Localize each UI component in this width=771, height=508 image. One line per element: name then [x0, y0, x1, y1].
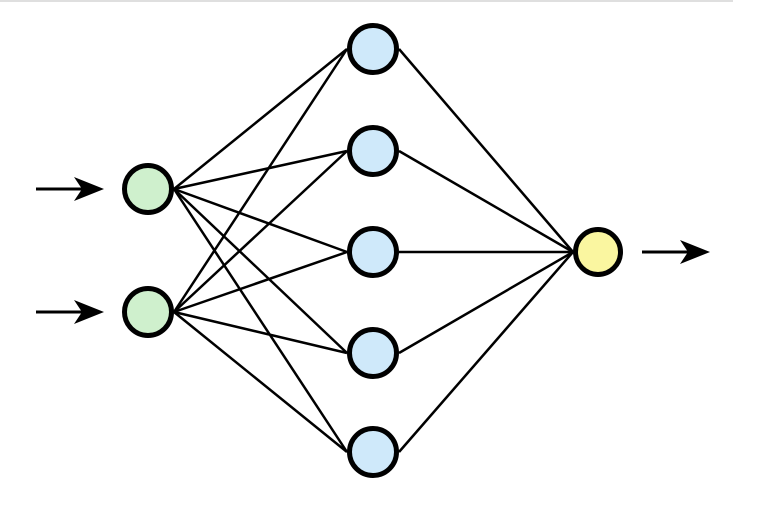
hidden-node-5	[347, 426, 399, 478]
output-arrow-head-icon	[680, 240, 710, 264]
edge-input-2-hidden-5	[173, 311, 348, 453]
edge-hidden-4-output-1	[398, 250, 574, 355]
edge-input-1-hidden-1	[173, 48, 348, 190]
edge-input-2-hidden-3	[173, 250, 348, 314]
input-arrow-1-head-icon	[74, 177, 104, 201]
edge-input-2-hidden-4	[173, 310, 348, 355]
hidden-node-2	[347, 125, 399, 177]
input-node-2	[122, 286, 174, 338]
output-node-1	[573, 227, 623, 277]
edge-hidden-5-output-1	[398, 251, 574, 453]
hidden-node-4	[347, 327, 399, 379]
edge-input-1-hidden-2	[173, 149, 348, 191]
edge-input-2-hidden-2	[173, 150, 348, 313]
input-arrow-2-head-icon	[74, 300, 104, 324]
edge-input-1-hidden-3	[173, 187, 348, 254]
edge-input-2-hidden-1	[172, 48, 349, 313]
edge-hidden-2-output-1	[398, 149, 574, 254]
hidden-node-1	[347, 23, 399, 75]
edge-input-1-hidden-5	[172, 188, 349, 453]
hidden-node-3	[347, 226, 399, 278]
input-node-1	[122, 163, 174, 215]
edge-hidden-1-output-1	[398, 48, 574, 253]
top-border-line	[0, 0, 733, 2]
edge-input-1-hidden-4	[173, 188, 348, 354]
